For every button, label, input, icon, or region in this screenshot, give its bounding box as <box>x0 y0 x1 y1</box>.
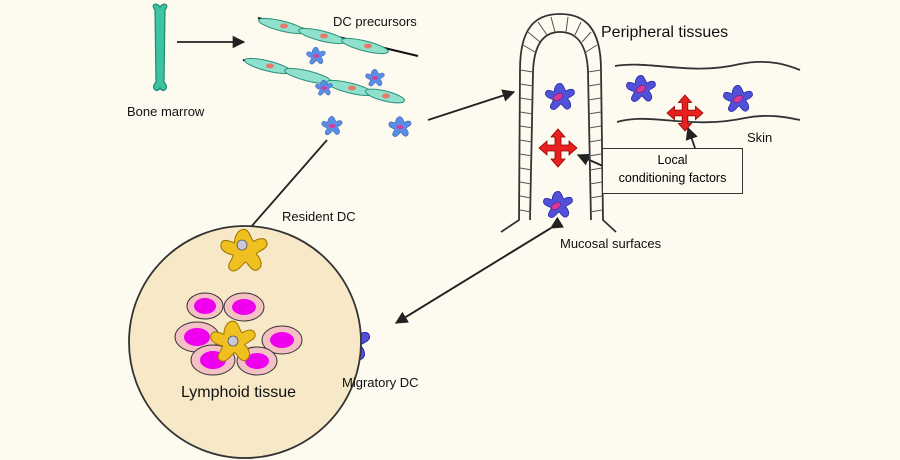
migratory-dc-label: Migratory DC <box>342 375 419 390</box>
bone-icon <box>152 3 168 92</box>
local-conditioning-box: Local conditioning factors <box>602 148 743 194</box>
pathway-arrows <box>177 35 698 324</box>
dc-precursors-label: DC precursors <box>333 14 417 29</box>
skin-tissue-icon <box>614 60 801 124</box>
lymphoid-tissue-label: Lymphoid tissue <box>181 384 297 401</box>
local-conditioning-line2: conditioning factors <box>618 171 727 185</box>
resident-dc-label: Resident DC <box>282 209 356 224</box>
tissue-dc-icons <box>329 74 754 361</box>
mucosal-surfaces-label: Mucosal surfaces <box>560 236 662 251</box>
bone-marrow-label: Bone marrow <box>127 104 205 119</box>
local-conditioning-line1: Local <box>657 153 688 167</box>
lymphoid-tissue-icon <box>128 225 362 459</box>
mucosal-villus-icon <box>500 13 617 233</box>
peripheral-tissues-label: Peripheral tissues <box>601 24 729 41</box>
dc-precursors-icon <box>242 17 419 104</box>
skin-label: Skin <box>747 130 773 145</box>
